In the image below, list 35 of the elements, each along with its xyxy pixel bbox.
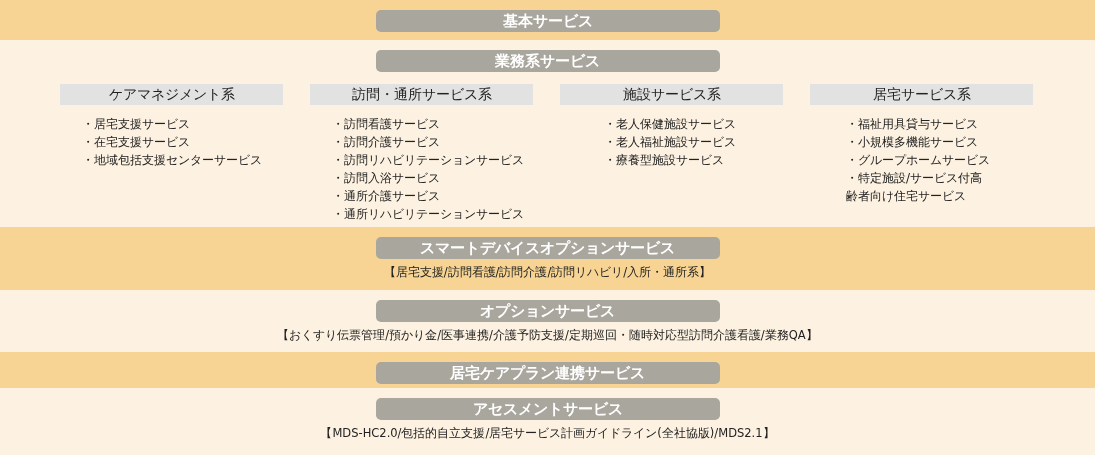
service-item: ・訪問リハビリテーションサービス xyxy=(332,152,524,169)
service-title-pill: 居宅ケアプラン連携サービス xyxy=(375,362,720,384)
service-list-text: 【MDS-HC2.0/包括的自立支援/居宅サービス計画ガイドライン(全社協版)/MDS2.1】 xyxy=(320,425,775,441)
service-list-text: 【居宅支援/訪問看護/訪問介護/訪問リハビリ/入所・通所系】 xyxy=(383,264,712,280)
service-title-pill: アセスメントサービス xyxy=(375,398,720,420)
category-header: 訪問・通所サービス系 xyxy=(310,84,533,105)
service-item: ・訪問介護サービス xyxy=(332,134,440,151)
service-item: ・居宅支援サービス xyxy=(82,116,190,133)
service-item: ・通所リハビリテーションサービス xyxy=(332,206,524,223)
category-header: 施設サービス系 xyxy=(560,84,783,105)
service-item: ・老人福祉施設サービス xyxy=(604,134,736,151)
service-title-pill: 業務系サービス xyxy=(375,50,720,72)
service-item: ・療養型施設サービス xyxy=(604,152,724,169)
service-item: ・グループホームサービス xyxy=(846,152,990,169)
category-header: ケアマネジメント系 xyxy=(60,84,283,105)
service-item: ・地域包括支援センターサービス xyxy=(82,152,262,169)
service-band xyxy=(0,40,1095,227)
service-item: ・在宅支援サービス xyxy=(82,134,190,151)
service-title-pill: オプションサービス xyxy=(375,300,720,322)
service-band xyxy=(0,0,1095,40)
service-item: ・訪問看護サービス xyxy=(332,116,440,133)
service-item: ・小規模多機能サービス xyxy=(846,134,978,151)
service-item: ・福祉用具貸与サービス xyxy=(846,116,978,133)
service-band xyxy=(0,388,1095,455)
service-item: ・訪問入浴サービス xyxy=(332,170,440,187)
service-title-pill: スマートデバイスオプションサービス xyxy=(375,237,720,259)
service-item: ・特定施設/サービス付高齢者向け住宅サービス xyxy=(846,170,984,205)
service-band xyxy=(0,227,1095,290)
service-title-pill: 基本サービス xyxy=(375,10,720,32)
service-item: ・通所介護サービス xyxy=(332,188,440,205)
service-list-text: 【おくすり伝票管理/預かり金/医事連携/介護予防支援/定期巡回・随時対応型訪問介護看護/業務QA】 xyxy=(277,327,818,343)
service-band xyxy=(0,352,1095,388)
service-item: ・老人保健施設サービス xyxy=(604,116,736,133)
category-header: 居宅サービス系 xyxy=(810,84,1033,105)
service-band xyxy=(0,290,1095,352)
